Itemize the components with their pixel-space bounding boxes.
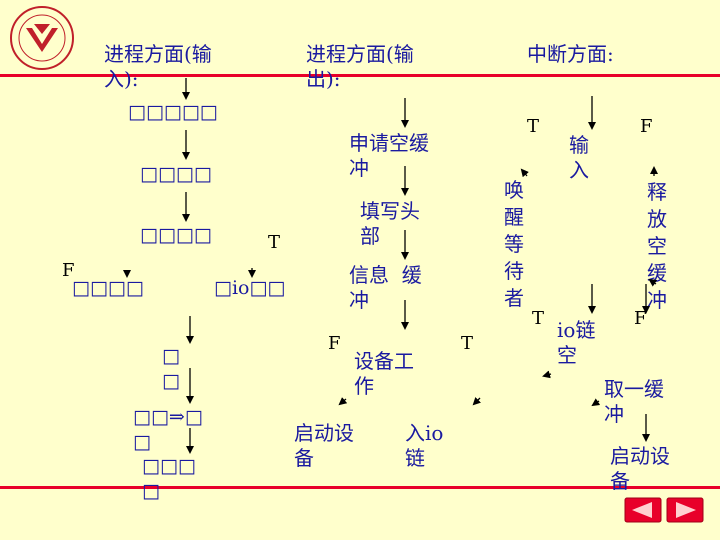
input-step-7: □□⇒□ □: [133, 406, 203, 453]
output-true-label: T: [461, 333, 474, 354]
output-start-device: 启动设 备: [294, 421, 354, 470]
arrow-interrupt-7: [542, 370, 552, 379]
input-step-5: □io□□: [214, 277, 286, 299]
output-false-label: F: [328, 333, 341, 354]
arrow-output-5: [338, 397, 348, 406]
next-slide-button[interactable]: [666, 497, 704, 523]
interrupt-release-buffer: 释 放 空 缓 冲: [647, 180, 667, 312]
input-step-6: □ □: [162, 345, 180, 392]
input-step-4: □□□□: [72, 277, 144, 299]
output-enter-io-chain: 入io 链: [405, 421, 444, 470]
header-interrupt: 中断方面:: [527, 42, 614, 66]
input-step-8: □□□ □: [142, 455, 196, 502]
bottom-rule: [0, 486, 720, 489]
interrupt-io-chain-empty: io链 空: [557, 318, 596, 367]
output-apply-buffer: 申请空缓 冲: [349, 131, 429, 180]
input-step-3: □□□□: [140, 224, 212, 246]
output-fill-header: 填写头 部: [360, 199, 420, 248]
arrow-output-6: [472, 396, 482, 406]
university-seal-logo: [10, 6, 74, 70]
interrupt-start-device: 启动设 备: [610, 444, 670, 493]
input-step-1: □□□□□: [128, 101, 218, 123]
interrupt-true-label: T: [527, 116, 540, 137]
input-true-label: T: [268, 232, 281, 253]
header-process-output: 进程方面(输 出):: [306, 42, 414, 91]
interrupt-wake-waiter: 唤 醒 等 待 者: [504, 178, 524, 310]
output-info-buffer: 信息 缓 冲: [349, 263, 422, 312]
input-false-label: F: [62, 260, 75, 281]
arrow-interrupt-2: [520, 168, 529, 178]
top-rule: [0, 74, 720, 77]
interrupt-true-label-2: T: [532, 308, 545, 329]
interrupt-false-label: F: [640, 116, 653, 137]
header-process-input: 进程方面(输 入):: [104, 42, 212, 91]
interrupt-input: 输 入: [569, 133, 589, 182]
output-device-working: 设备工 作: [354, 349, 414, 398]
prev-slide-button[interactable]: [624, 497, 662, 523]
input-step-2: □□□□: [140, 163, 212, 185]
arrow-interrupt-6: [648, 278, 658, 287]
arrow-interrupt-8: [591, 398, 601, 407]
interrupt-take-buffer: 取一缓 冲: [604, 377, 664, 426]
